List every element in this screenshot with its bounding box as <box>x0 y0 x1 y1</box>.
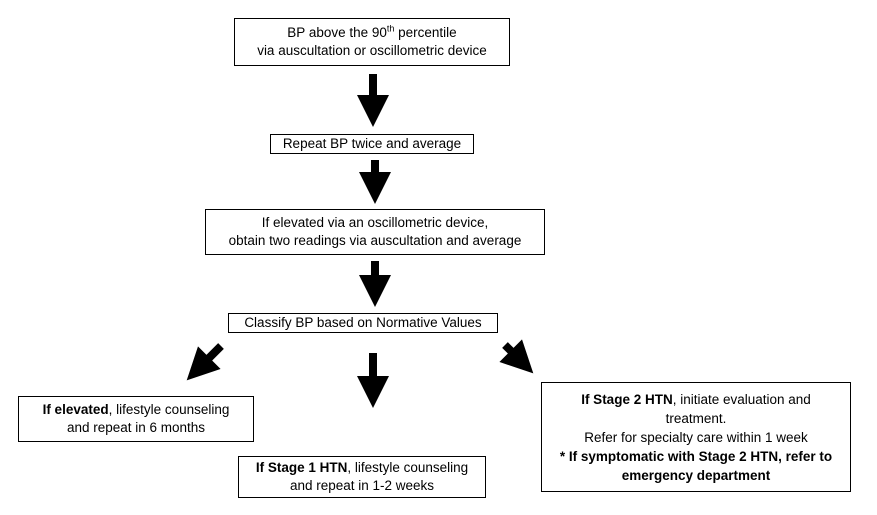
stage1-bold: If Stage 1 HTN <box>255 460 348 475</box>
arrow-classify-to-stage2 <box>499 339 534 374</box>
stage2-line-4: * If symptomatic with Stage 2 HTN, refer… <box>559 448 833 464</box>
start-line-1-suffix: percentile <box>394 25 457 40</box>
elevated-bold: If elevated <box>42 402 109 417</box>
stage2-line-3: Refer for specialty care within 1 week <box>584 429 808 445</box>
stage1-box: If Stage 1 HTN, lifestyle counseling and… <box>238 456 486 498</box>
stage2-line-2: treatment. <box>665 410 727 426</box>
classify-box: Classify BP based on Normative Values <box>228 313 498 333</box>
elevated-box: If elevated, lifestyle counseling and re… <box>18 396 254 442</box>
oscillometric-line-2: obtain two readings via auscultation and… <box>228 233 522 248</box>
stage1-line-1-rest: , lifestyle counseling <box>347 460 469 475</box>
oscillometric-box: If elevated via an oscillometric device,… <box>205 209 545 255</box>
start-line-2: via auscultation or oscillometric device <box>257 43 487 58</box>
stage2-line-1-rest: , initiate evaluation and <box>672 391 811 407</box>
elevated-line-1: If elevated, lifestyle counseling <box>43 401 230 419</box>
stage1-line-2: and repeat in 1-2 weeks <box>289 478 435 493</box>
repeat-box: Repeat BP twice and average <box>270 134 474 154</box>
stage2-line-1: If Stage 2 HTN, initiate evaluation and <box>581 390 811 409</box>
start-line-1-prefix: BP above the 90 <box>287 25 387 40</box>
elevated-line-1-rest: , lifestyle counseling <box>108 402 230 417</box>
stage2-box: If Stage 2 HTN, initiate evaluation and … <box>541 382 851 492</box>
start-line-1: BP above the 90th percentile <box>287 24 456 42</box>
oscillometric-line-1: If elevated via an oscillometric device, <box>261 215 489 230</box>
start-box: BP above the 90th percentile via auscult… <box>234 18 510 66</box>
stage2-bold: If Stage 2 HTN <box>581 391 673 407</box>
stage1-line-1: If Stage 1 HTN, lifestyle counseling <box>256 459 468 477</box>
arrow-classify-to-elevated <box>186 343 224 381</box>
elevated-line-2: and repeat in 6 months <box>66 420 206 435</box>
stage2-line-5: emergency department <box>621 467 771 483</box>
start-line-1-superscript: th <box>386 23 395 34</box>
classify-text: Classify BP based on Normative Values <box>244 315 482 330</box>
repeat-text: Repeat BP twice and average <box>282 136 462 151</box>
